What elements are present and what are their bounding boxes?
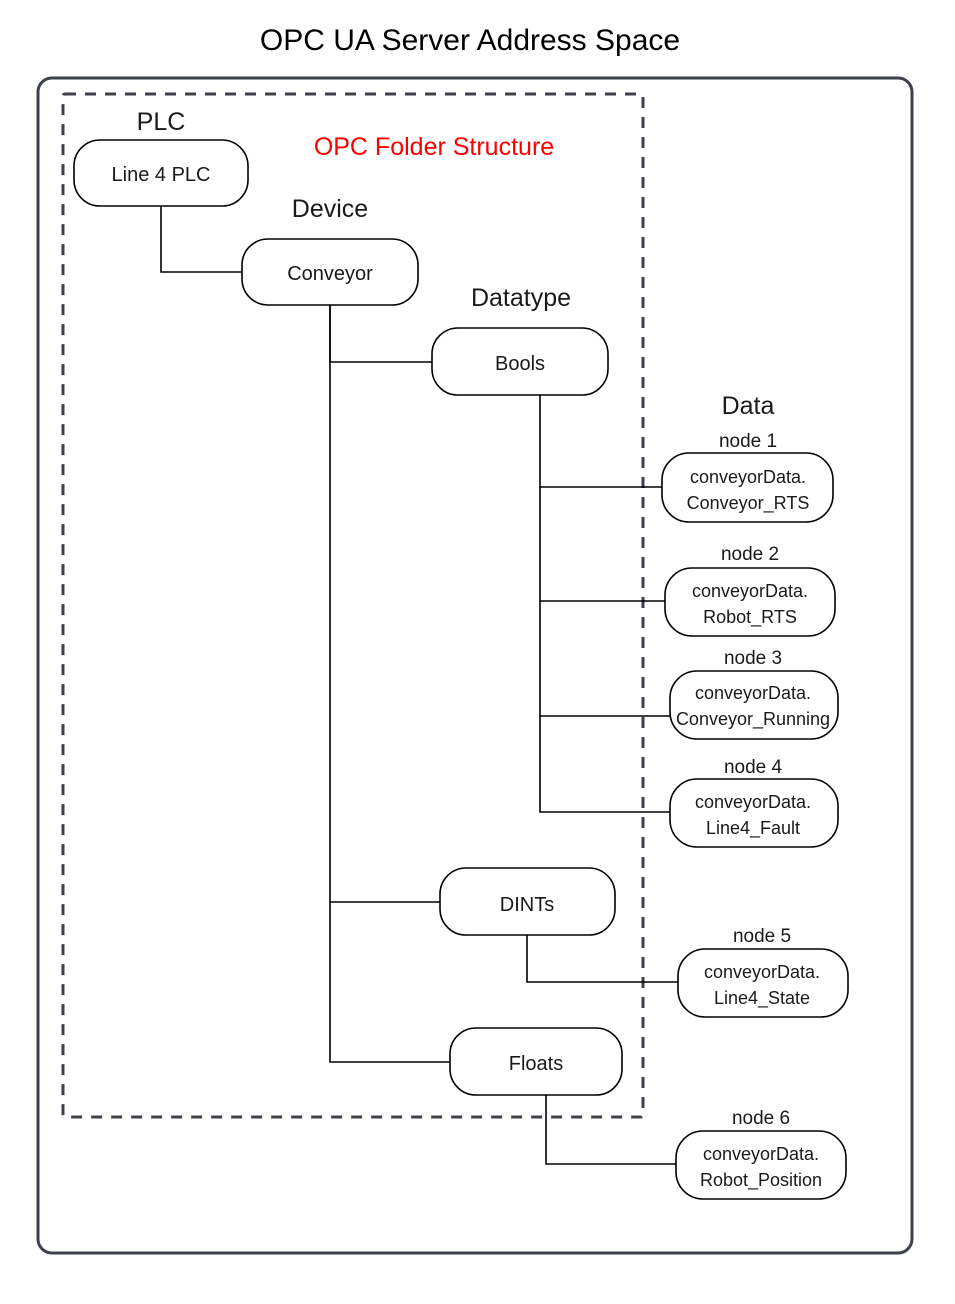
node-bools-label: Bools (495, 353, 545, 375)
data-node-3-line1: conveyorData. (695, 683, 811, 703)
data-node-6-line2: Robot_Position (700, 1170, 822, 1191)
data-node-3[interactable]: node 3 conveyorData. Conveyor_Running (669, 648, 839, 740)
data-node-4-line2: Line4_Fault (706, 818, 800, 839)
data-node-3-line2: Conveyor_Running (676, 709, 830, 730)
data-node-4-line1: conveyorData. (695, 792, 811, 812)
node-dints-label: DINTs (500, 894, 554, 916)
data-node-5-caption: node 5 (733, 926, 791, 947)
data-node-1-shape (661, 452, 834, 523)
data-node-2-line1: conveyorData. (692, 581, 808, 601)
node-floats-shape (449, 1027, 623, 1096)
link-plc-to-device (160, 205, 242, 273)
data-node-3-shape (669, 670, 839, 740)
data-node-5[interactable]: node 5 conveyorData. Line4_State (677, 926, 849, 1018)
link-dints-to-node5 (526, 935, 678, 983)
data-node-1-line2: Conveyor_RTS (687, 493, 810, 514)
data-node-2-caption: node 2 (721, 544, 779, 565)
data-node-3-caption: node 3 (724, 648, 782, 669)
data-node-4-shape (669, 778, 839, 848)
data-node-1-caption: node 1 (719, 431, 777, 452)
node-floats[interactable]: Floats (449, 1027, 623, 1096)
page-title: OPC UA Server Address Space (260, 24, 680, 57)
data-node-1-line1: conveyorData. (690, 467, 806, 487)
data-node-2-line2: Robot_RTS (703, 607, 797, 628)
data-node-2-shape (664, 567, 836, 637)
data-node-6-shape (675, 1130, 847, 1200)
data-node-4-caption: node 4 (724, 757, 783, 778)
group-label-datatype: Datatype (471, 284, 571, 312)
node-line4-plc-label: Line 4 PLC (112, 164, 211, 186)
group-label-plc: PLC (137, 108, 186, 136)
opc-folder-structure-frame (61, 92, 645, 1119)
node-line4-plc[interactable]: Line 4 PLC (73, 139, 249, 207)
node-line4-plc-shape (73, 139, 249, 207)
node-conveyor-label: Conveyor (287, 263, 373, 285)
node-floats-label: Floats (509, 1053, 563, 1075)
data-node-6-line1: conveyorData. (703, 1144, 819, 1164)
data-node-5-line2: Line4_State (714, 988, 810, 1009)
node-conveyor[interactable]: Conveyor (241, 238, 419, 306)
data-node-1[interactable]: node 1 conveyorData. Conveyor_RTS (661, 431, 834, 523)
node-bools-shape (431, 327, 609, 396)
group-label-data: Data (722, 392, 775, 420)
node-bools[interactable]: Bools (431, 327, 609, 396)
node-dints-shape (439, 867, 616, 936)
node-conveyor-shape (241, 238, 419, 306)
data-node-5-line1: conveyorData. (704, 962, 820, 982)
data-node-4[interactable]: node 4 conveyorData. Line4_Fault (669, 757, 839, 848)
data-node-5-shape (677, 948, 849, 1018)
link-device-to-floats (329, 305, 450, 1063)
opc-folder-structure-label: OPC Folder Structure (314, 133, 554, 161)
data-node-6[interactable]: node 6 conveyorData. Robot_Position (675, 1108, 847, 1200)
data-node-2[interactable]: node 2 conveyorData. Robot_RTS (664, 544, 836, 637)
link-floats-to-node6 (545, 1095, 676, 1165)
link-bools-to-node4 (539, 716, 670, 813)
node-dints[interactable]: DINTs (439, 867, 616, 936)
data-node-6-caption: node 6 (732, 1108, 790, 1129)
group-label-device: Device (292, 195, 368, 223)
